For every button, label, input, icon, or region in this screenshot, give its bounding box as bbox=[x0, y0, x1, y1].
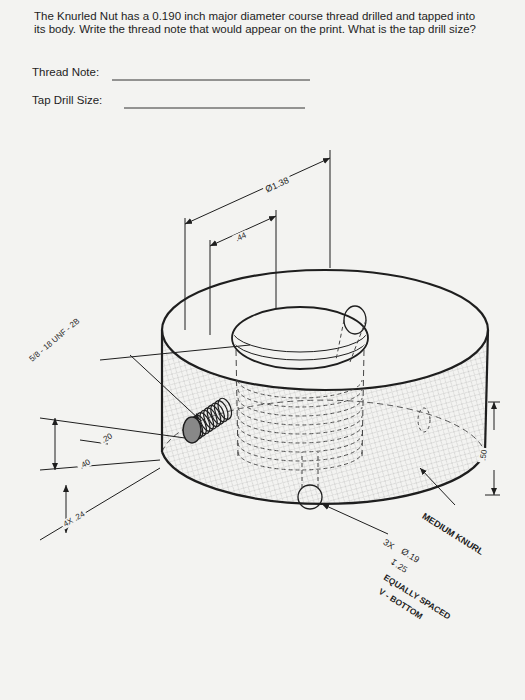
dimension-text: .50 bbox=[478, 447, 489, 463]
instruction-text: The Knurled Nut has a 0.190 inch major d… bbox=[34, 10, 484, 36]
dimension-text: Ø1.38 bbox=[262, 174, 292, 195]
dimension-text: .44 bbox=[232, 230, 250, 245]
field-label: Thread Note: bbox=[32, 66, 99, 79]
knurl-note: MEDIUM KNURL bbox=[419, 510, 488, 558]
field-label: Tap Drill Size: bbox=[32, 94, 102, 107]
dimension-text: .40 bbox=[76, 456, 94, 472]
dimension-text: 4X .24 bbox=[60, 508, 88, 530]
hole-note: 3X bbox=[380, 536, 398, 553]
thread-callout: 5/8 - 18 UNF - 2B bbox=[26, 315, 83, 365]
